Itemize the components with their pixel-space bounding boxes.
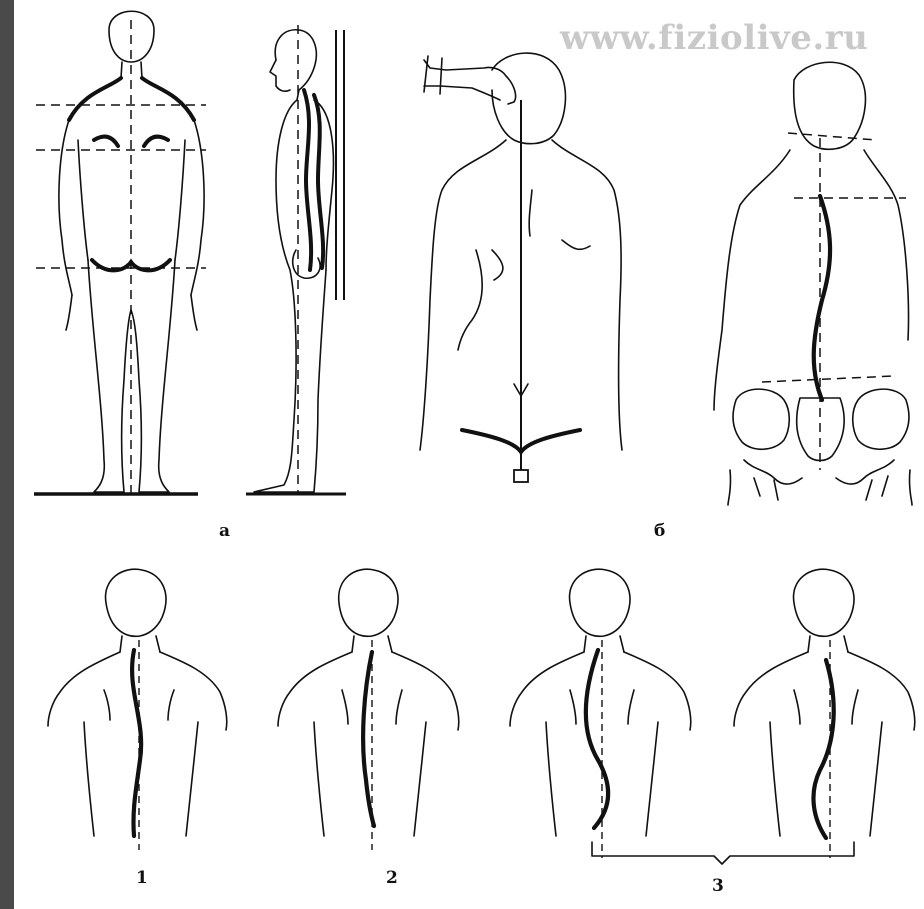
figure-3a-back — [510, 569, 691, 858]
posture-diagram — [14, 0, 924, 909]
label-1: 1 — [136, 868, 148, 888]
figure-b-spine-skeleton — [714, 62, 912, 505]
figure-a-back-view — [34, 11, 206, 494]
group-3-bracket — [592, 842, 854, 864]
label-3: 3 — [712, 876, 724, 896]
figure-a-side-view — [246, 25, 346, 494]
label-2: 2 — [386, 868, 398, 888]
figure-b-plumb-test — [420, 53, 622, 482]
figure-1-back — [48, 569, 227, 850]
label-b: б — [654, 521, 665, 541]
figure-2-back — [278, 569, 459, 850]
figure-3b-back — [734, 569, 915, 858]
label-a: а — [219, 521, 230, 541]
illustration-panel: www.fiziolive.ru — [14, 0, 924, 909]
